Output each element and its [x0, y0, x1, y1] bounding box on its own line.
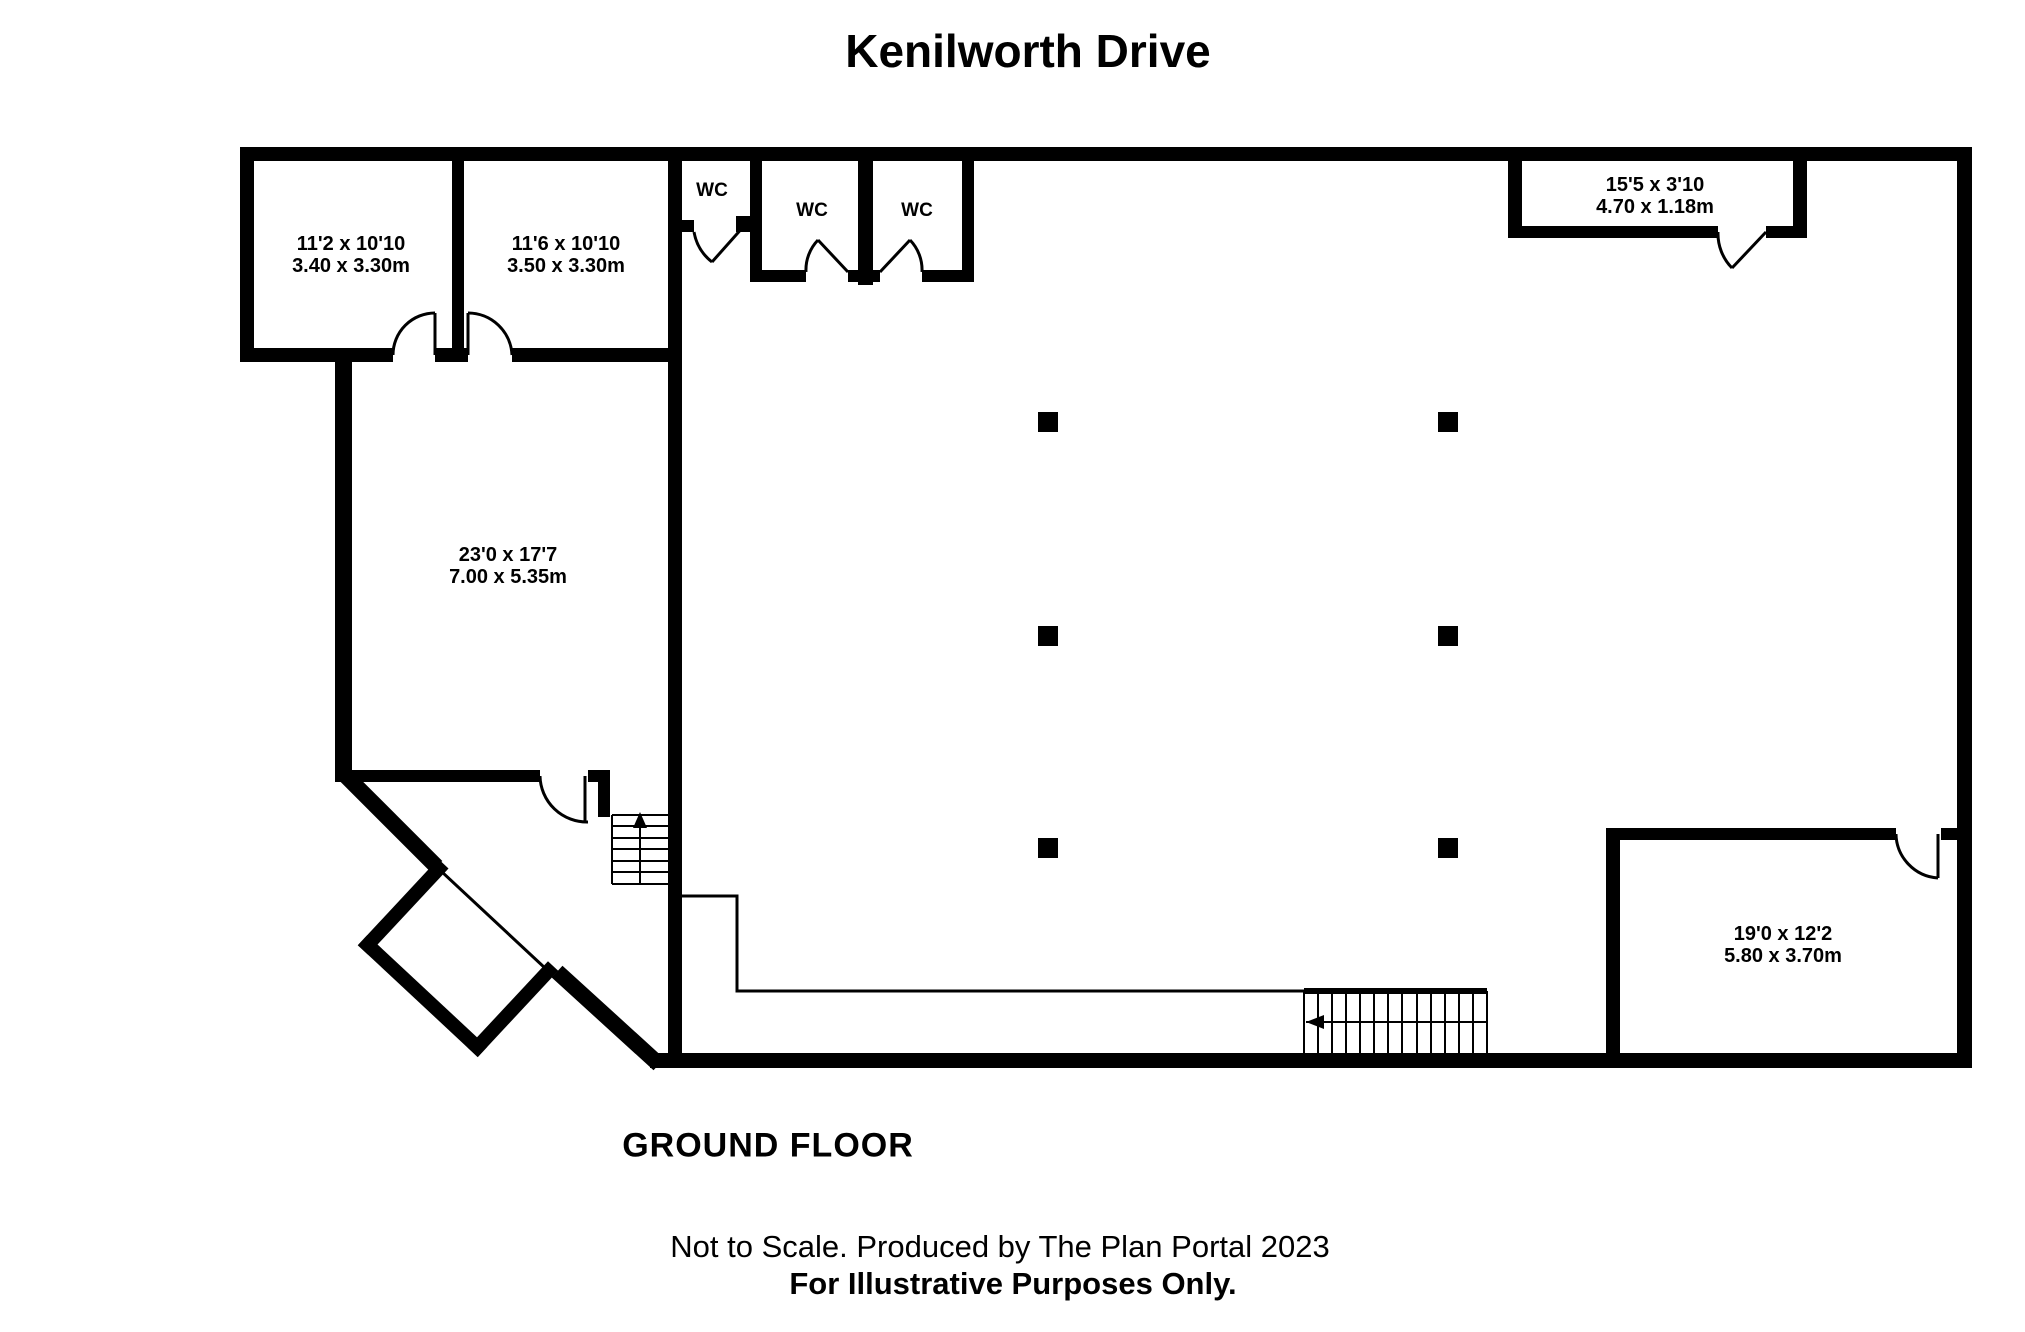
door-wc-1	[692, 225, 746, 264]
entrance-vestibule	[357, 858, 559, 1058]
pillar	[1038, 412, 1058, 432]
page-title: Kenilworth Drive	[845, 25, 1211, 77]
disclaimer-line-2: For Illustrative Purposes Only.	[789, 1266, 1237, 1301]
room-dimensions-imperial: 19'0 x 12'2	[1733, 923, 1833, 945]
stairs-side-direction-arrow	[633, 812, 647, 828]
room-dimensions-metric: 4.70 x 1.18m	[1596, 196, 1714, 218]
room-label-top-left: 11'2 x 10'10 3.40 x 3.30m	[292, 233, 410, 277]
diagonal-walls	[337, 767, 665, 1071]
disclaimer-line-1: Not to Scale. Produced by The Plan Porta…	[670, 1229, 1330, 1264]
wc-label-2: WC	[796, 200, 828, 221]
door-top-right-room	[1716, 230, 1768, 270]
door-wc-3	[878, 238, 924, 274]
room-label-middle-left: 23'0 x 17'7 7.00 x 5.35m	[449, 544, 567, 588]
room-dimensions-metric: 3.50 x 3.30m	[507, 255, 625, 277]
pillar	[1438, 838, 1458, 858]
door-top-left-room	[391, 311, 437, 356]
stairs-side	[611, 812, 668, 885]
pillar	[1038, 838, 1058, 858]
pillars	[1038, 412, 1458, 858]
room-dimensions-imperial: 15'5 x 3'10	[1605, 174, 1705, 196]
door-wc-2	[804, 238, 850, 274]
wc-label-1: WC	[696, 180, 728, 201]
room-dimensions-metric: 7.00 x 5.35m	[449, 566, 567, 588]
pillar	[1038, 626, 1058, 646]
room-dimensions-metric: 5.80 x 3.70m	[1724, 945, 1842, 967]
room-label-top-left-2: 11'6 x 10'10 3.50 x 3.30m	[507, 233, 625, 277]
pillar	[1438, 412, 1458, 432]
room-dimensions-imperial: 11'2 x 10'10	[296, 233, 406, 255]
stairs-main-direction-arrow	[1306, 1015, 1324, 1029]
floor-level-lines	[682, 894, 1304, 993]
room-label-top-right: 15'5 x 3'10 4.70 x 1.18m	[1596, 174, 1714, 218]
door-top-left-room-2	[466, 311, 514, 356]
door-middle-left-room	[538, 775, 589, 824]
door-bottom-right-room	[1894, 833, 1940, 880]
room-dimensions-metric: 3.40 x 3.30m	[292, 255, 410, 277]
interior-walls	[240, 147, 1957, 1067]
pillar	[1438, 626, 1458, 646]
stairs-main	[1303, 988, 1488, 1053]
floor-name-label: GROUND FLOOR	[622, 1126, 914, 1165]
room-label-bottom-right: 19'0 x 12'2 5.80 x 3.70m	[1724, 923, 1842, 967]
outer-walls	[240, 147, 1972, 1068]
room-dimensions-imperial: 11'6 x 10'10	[511, 233, 621, 255]
doors	[391, 225, 1940, 880]
wc-label-3: WC	[901, 200, 933, 221]
room-dimensions-imperial: 23'0 x 17'7	[458, 544, 558, 566]
